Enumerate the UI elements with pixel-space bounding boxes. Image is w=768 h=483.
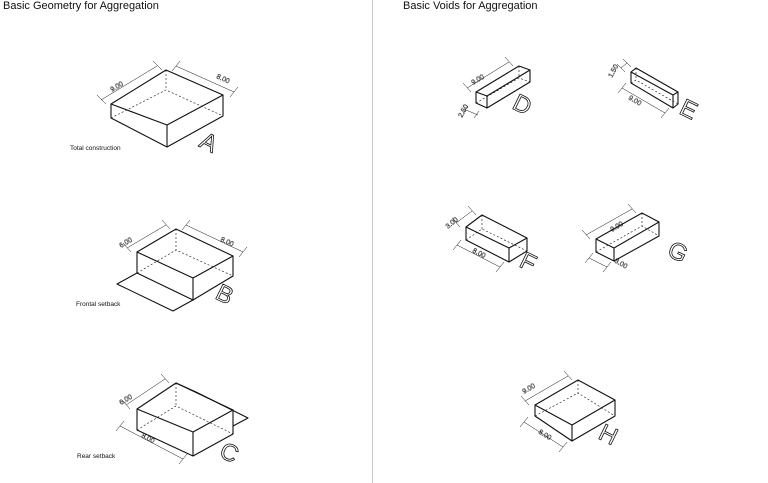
void-g: 9.00 3.00 G — [581, 203, 692, 273]
b-dim-depth: 8.00 — [219, 236, 234, 248]
right-title: Basic Voids for Aggregation — [403, 0, 538, 12]
block-b: 6.00 8.00 B — [116, 219, 248, 312]
f-letter: F — [515, 247, 540, 278]
e-dim-width: 1.50 — [608, 64, 621, 79]
void-e: 1.50 9.00 E — [607, 58, 702, 126]
f-dim-width: 3.00 — [445, 216, 460, 230]
a-dim-width: 9.00 — [109, 81, 124, 94]
b-letter: B — [211, 279, 237, 310]
d-letter: D — [508, 89, 535, 121]
h-letter: H — [594, 419, 621, 451]
h-dim-width: 9.00 — [521, 383, 536, 396]
void-h: 9.00 8.00 H — [519, 370, 622, 453]
block-c: 6.00 8.00 C — [115, 373, 249, 469]
g-dim-depth: 3.00 — [613, 258, 628, 271]
a-letter: A — [195, 127, 221, 158]
caption-c: Rear setback — [77, 453, 116, 460]
void-f: 3.00 8.00 F — [445, 205, 541, 278]
block-a: 9.00 8.00 A — [96, 60, 239, 159]
b-dim-width: 6.00 — [118, 237, 133, 250]
panel-divider — [372, 0, 373, 483]
left-title: Basic Geometry for Aggregation — [3, 0, 159, 12]
a-dim-depth: 8.00 — [215, 73, 230, 85]
caption-a: Total construction — [70, 145, 121, 152]
e-dim-depth: 9.00 — [627, 95, 642, 108]
d-dim-width: 9.00 — [470, 74, 485, 87]
void-d: 9.00 2.50 D — [457, 56, 536, 121]
h-dim-depth: 8.00 — [537, 429, 552, 442]
e-letter: E — [675, 94, 701, 125]
g-dim-width: 9.00 — [609, 221, 624, 234]
g-letter: G — [663, 236, 692, 268]
caption-b: Frontal setback — [76, 301, 121, 308]
